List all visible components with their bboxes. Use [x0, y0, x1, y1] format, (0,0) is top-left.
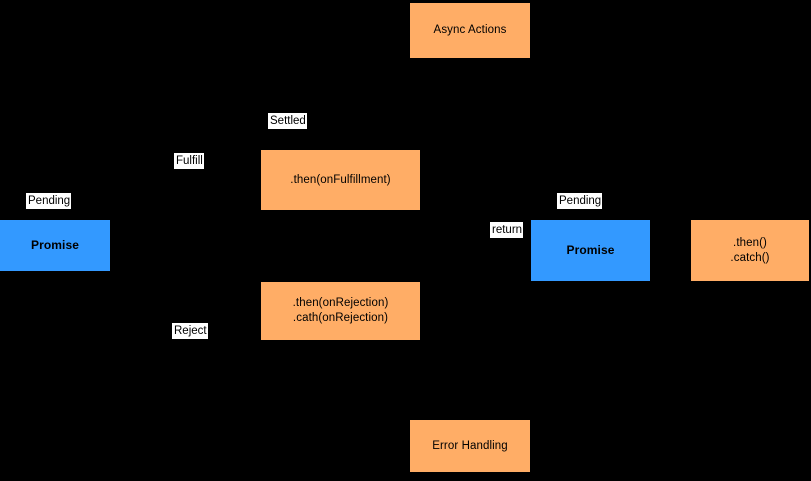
node-promise-left[interactable]: Promise: [0, 220, 110, 271]
edge-label-pending-right: Pending: [557, 193, 603, 209]
edge-promise-to-fulfill: [110, 179, 261, 241]
node-error-handling[interactable]: Error Handling: [410, 420, 530, 472]
node-async-actions[interactable]: Async Actions: [410, 3, 530, 58]
edge-promise-to-reject: [110, 254, 261, 312]
node-async-actions-label: Async Actions: [433, 24, 507, 36]
node-promise-right-label: Promise: [566, 243, 615, 257]
edge-label-reject: Reject: [172, 323, 208, 339]
node-promise-right[interactable]: Promise: [531, 220, 650, 281]
node-catch-label: .catch(): [730, 251, 770, 264]
node-error-handling-label: Error Handling: [432, 439, 508, 452]
node-then-catch[interactable]: .then() .catch(): [691, 220, 809, 281]
node-promise-left-label: Promise: [30, 238, 80, 252]
node-cath-on-rejection-label: .cath(onRejection): [292, 312, 389, 324]
edge-reject-to-promise-right: [420, 259, 531, 312]
edge-label-return: return: [490, 222, 524, 238]
node-then-label: .then(): [733, 236, 767, 249]
node-then-catch-on-rejection[interactable]: .then(onRejection) .cath(onRejection): [261, 282, 420, 340]
node-then-on-fulfillment-label: .then(onFulfillment): [290, 173, 391, 186]
node-then-on-fulfillment[interactable]: .then(onFulfillment): [261, 150, 420, 210]
node-then-on-rejection-label: .then(onRejection): [292, 297, 389, 309]
edge-label-fulfill: Fulfill: [174, 153, 204, 169]
edge-reject-to-error: [339, 340, 410, 447]
edge-label-pending-left: Pending: [26, 193, 72, 209]
edge-label-settled: Settled: [268, 113, 307, 129]
